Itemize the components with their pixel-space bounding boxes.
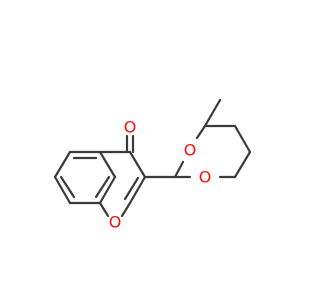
bond [233,124,252,154]
bond [120,201,132,218]
benzene-ring [53,150,117,205]
carbonyl-oxygen-label: O [124,118,137,137]
pyranone-oxygen-label: O [109,213,122,232]
pyranone-ring [98,134,147,218]
bond [195,124,207,140]
methyl-bond [203,98,222,128]
dioxane-ring [173,98,252,179]
bond [128,150,147,179]
bond [53,150,72,179]
double-bond-inner [59,175,76,199]
double-bond-inner [123,176,140,201]
bond [233,150,252,179]
bond [173,160,185,179]
bond [53,175,72,205]
double-bond-inner [94,175,111,199]
bond [128,175,147,205]
chemical-structure-diagram: O O O O [53,98,252,232]
bond [98,150,117,179]
bond [98,175,117,205]
structure-canvas: O O O O [53,98,252,232]
dioxane-oxygen-lower-label: O [199,168,212,187]
dioxane-oxygen-upper-label: O [184,141,197,160]
bond [98,201,110,218]
